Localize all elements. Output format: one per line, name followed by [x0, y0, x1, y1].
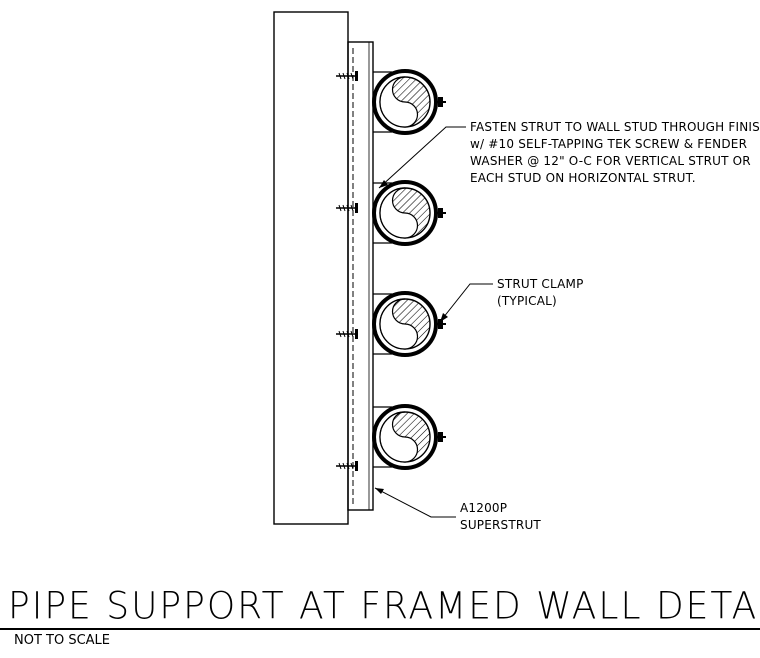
- pipe-section-break: [379, 298, 419, 350]
- screw-thread: [338, 462, 342, 470]
- screw-thread: [350, 204, 354, 212]
- screw-thread: [342, 72, 346, 80]
- screw-thread: [346, 462, 350, 470]
- framed-wall: [273, 11, 349, 525]
- screw-thread: [346, 204, 350, 212]
- pipe-assembly: [372, 180, 446, 246]
- fasten-note-line-3: WASHER @ 12" O-C FOR VERTICAL STRUT OR: [470, 154, 751, 168]
- tek-screw: [336, 329, 358, 339]
- fasten-note-line-4: EACH STUD ON HORIZONTAL STRUT.: [470, 171, 696, 185]
- tek-screw: [336, 461, 358, 471]
- pipe-assembly: [372, 69, 446, 135]
- pipe-section-break: [379, 76, 419, 128]
- screw-thread: [350, 462, 354, 470]
- screw-washer: [355, 203, 358, 213]
- strut-note-line-2: SUPERSTRUT: [460, 518, 541, 532]
- pipe-section-break: [379, 411, 419, 463]
- fasten-note-leader: [378, 126, 466, 189]
- scale-note: NOT TO SCALE: [14, 633, 111, 648]
- pipe-clamp-assemblies: [372, 69, 446, 470]
- drawing-title: PIPE SUPPORT AT FRAMED WALL DETAIL: [8, 585, 760, 629]
- clamp-note-line-1: STRUT CLAMP: [497, 277, 584, 291]
- fasten-note-line-1: FASTEN STRUT TO WALL STUD THROUGH FINISH: [470, 120, 760, 134]
- clamp-note-leader: [440, 283, 493, 322]
- superstrut-channel: [347, 41, 374, 511]
- screw-thread: [346, 72, 350, 80]
- screw-thread: [350, 330, 354, 338]
- screw-washer: [355, 71, 358, 81]
- screw-washer: [355, 461, 358, 471]
- screw-thread: [350, 72, 354, 80]
- screw-thread: [342, 204, 346, 212]
- tek-screw: [336, 71, 358, 81]
- tek-screw: [336, 203, 358, 213]
- screw-thread: [338, 330, 342, 338]
- fasten-note-line-2: w/ #10 SELF-TAPPING TEK SCREW & FENDER: [470, 137, 747, 151]
- screw-thread: [342, 462, 346, 470]
- tek-screws: [336, 71, 358, 471]
- clamp-nut: [438, 97, 443, 107]
- strut-note-line-1: A1200P: [460, 501, 507, 515]
- title-underline: [0, 628, 760, 630]
- clamp-nut: [438, 432, 443, 442]
- clamp-note-line-2: (TYPICAL): [497, 294, 557, 308]
- screw-thread: [342, 330, 346, 338]
- screw-washer: [355, 329, 358, 339]
- pipe-section-break: [379, 187, 419, 239]
- clamp-nut: [438, 319, 443, 329]
- clamp-nut: [438, 208, 443, 218]
- screw-thread: [338, 204, 342, 212]
- pipe-assembly: [372, 404, 446, 470]
- detail-drawing: FASTEN STRUT TO WALL STUD THROUGH FINISH…: [273, 11, 760, 532]
- pipe-assembly: [372, 291, 446, 357]
- screw-thread: [338, 72, 342, 80]
- screw-thread: [346, 330, 350, 338]
- strut-note-leader: [374, 487, 456, 518]
